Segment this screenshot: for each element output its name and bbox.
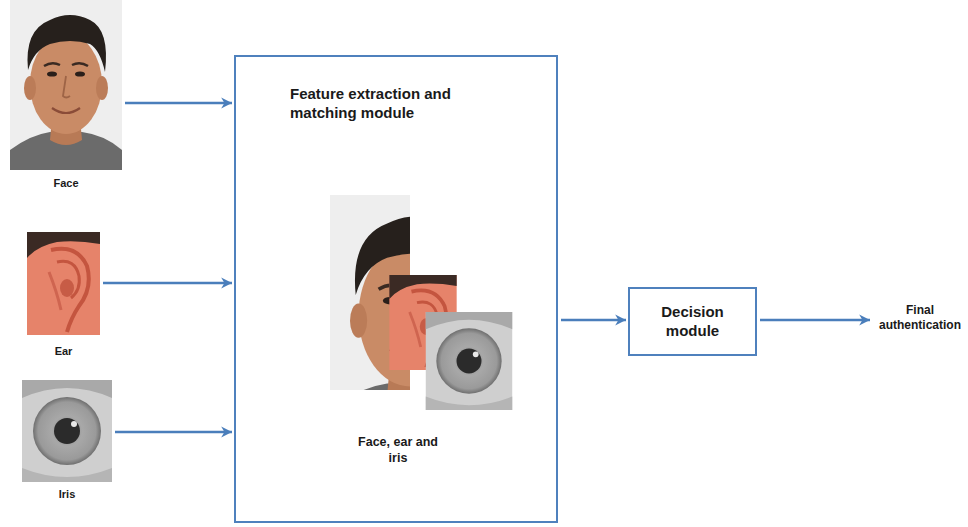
module-title: Feature extraction and matching module (290, 85, 495, 123)
result-text: Final authentication (874, 296, 966, 340)
box-label: Decision module (638, 303, 747, 341)
ear-photo (27, 232, 100, 335)
ear-image: Ear (27, 232, 100, 335)
flow-arrow (103, 282, 232, 285)
module-box: Feature extraction and matching moduleFa… (234, 55, 558, 523)
output-label: Final authentication (874, 303, 966, 333)
decision-box: Decision module (628, 287, 757, 356)
flow-arrow (125, 102, 232, 105)
iris-image: Iris (22, 380, 112, 482)
face-image: Face (10, 0, 122, 170)
flow-arrow (760, 319, 870, 322)
flow-arrow (561, 319, 626, 322)
module-note: Face, ear and iris (357, 435, 439, 466)
face-photo (10, 0, 122, 170)
image-caption: Iris (22, 488, 112, 502)
iris-photo (22, 380, 112, 482)
composite-photo (330, 195, 512, 438)
flow-arrow (115, 431, 232, 434)
image-caption: Face (10, 177, 122, 191)
image-caption: Ear (27, 345, 100, 359)
